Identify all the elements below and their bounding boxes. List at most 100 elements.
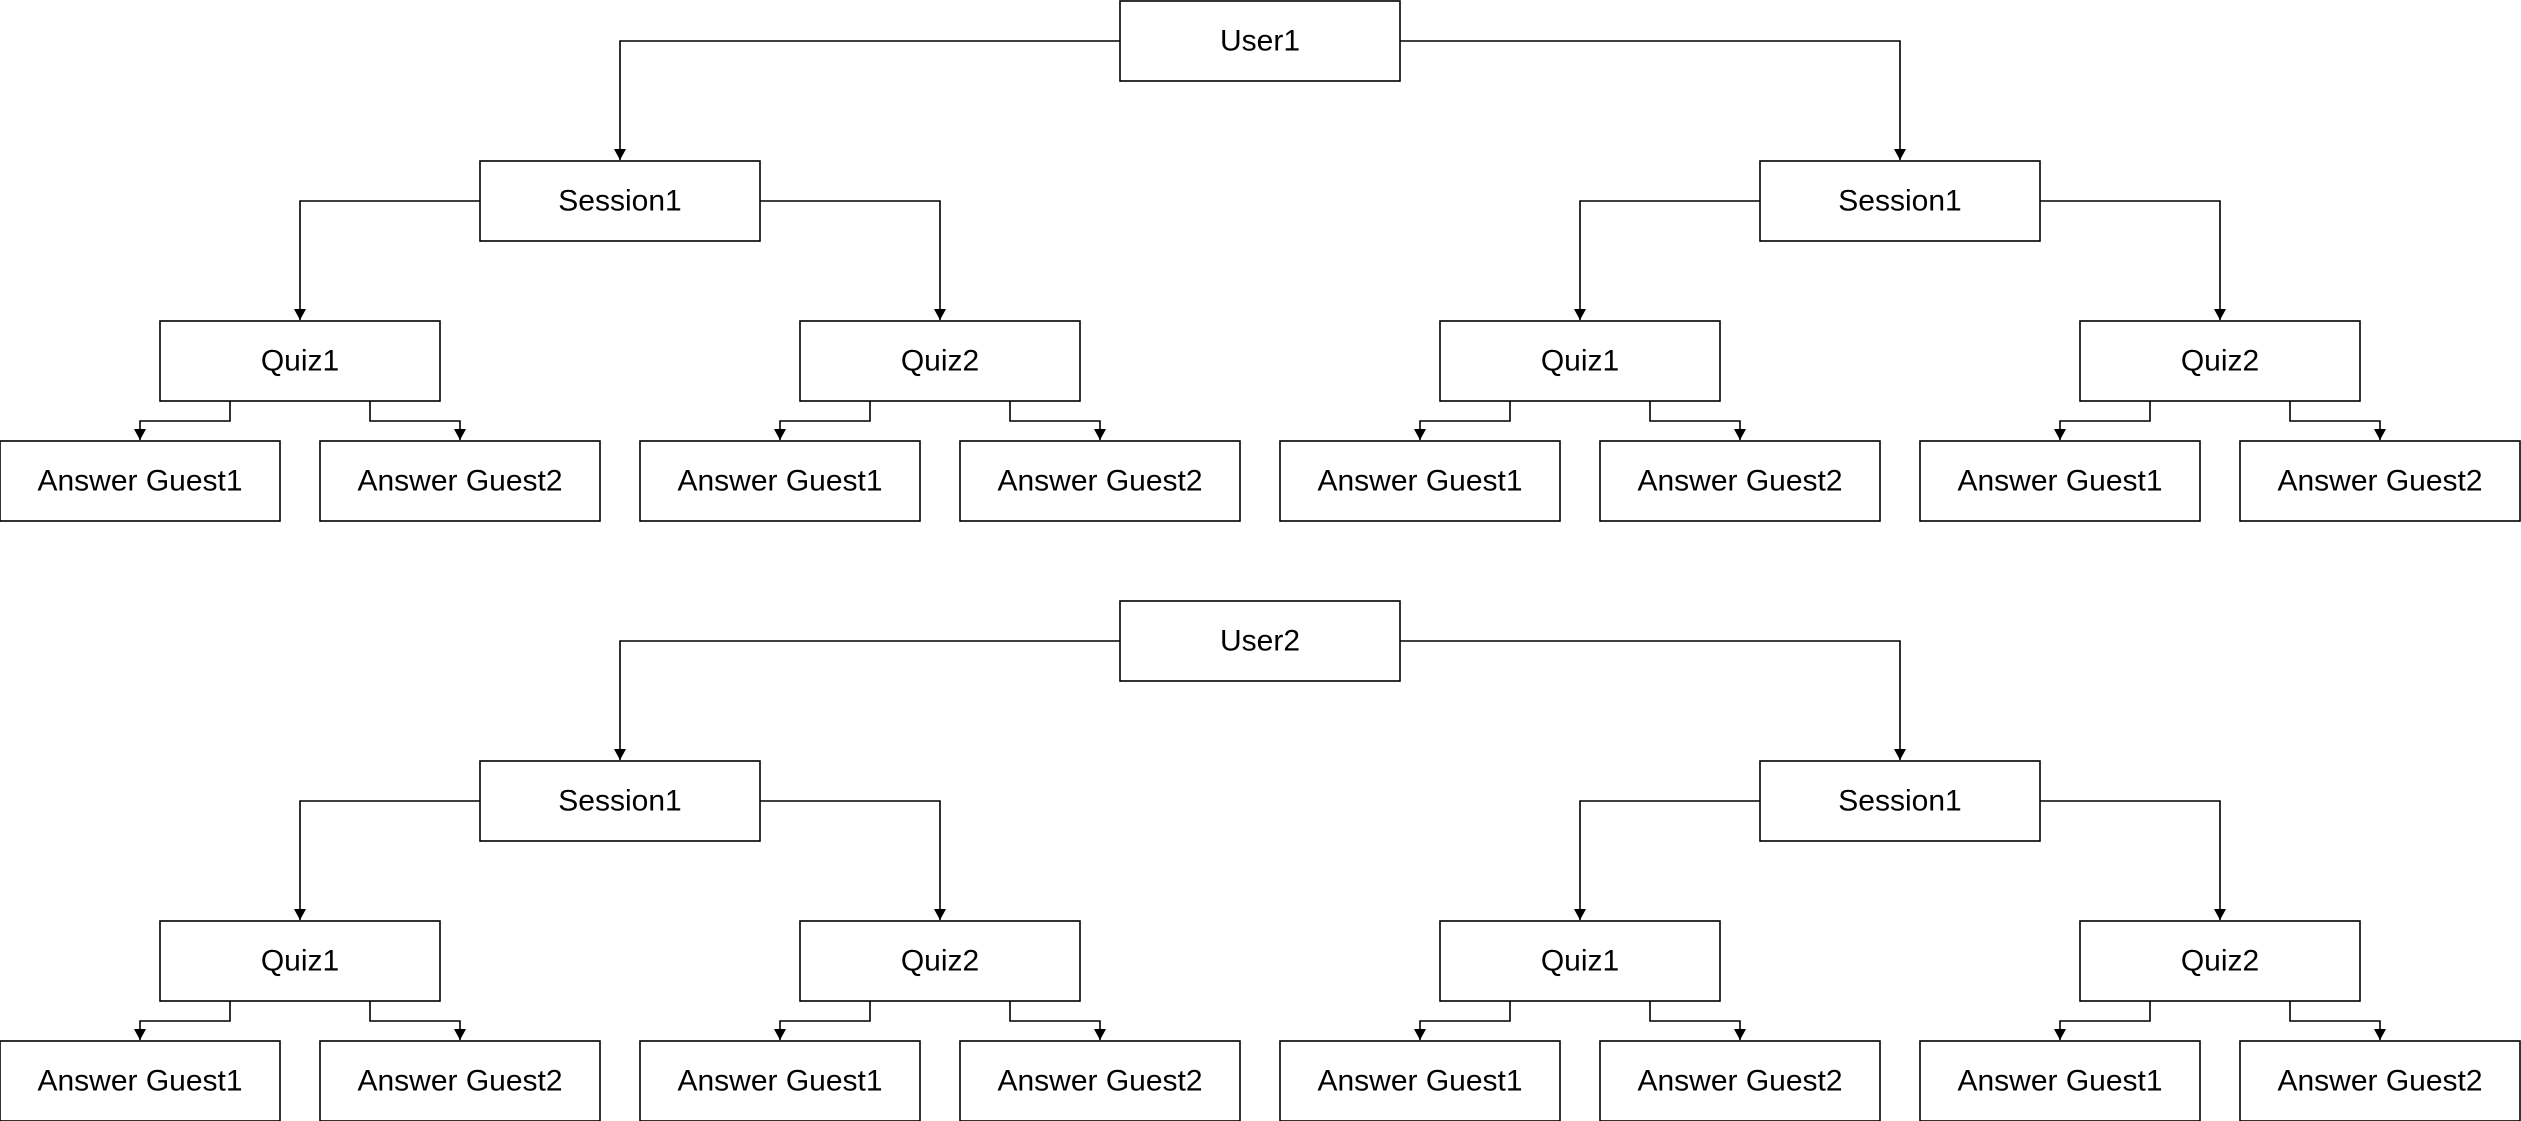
answer-guest2-node-box — [959, 1040, 1241, 1121]
arrowhead — [1734, 429, 1746, 440]
answer-guest1-node-box — [639, 440, 921, 522]
quiz1-node-label: Quiz1 — [1541, 945, 1619, 978]
answer-guest1-node: Answer Guest1 — [639, 1040, 921, 1121]
quiz-answer-connector — [1009, 401, 1101, 440]
answer-guest1-node-box — [1279, 440, 1561, 522]
answer-guest1-node: Answer Guest1 — [639, 440, 921, 522]
arrowhead — [294, 909, 306, 920]
arrowhead — [294, 309, 306, 320]
quiz1-node: Quiz1 — [159, 320, 441, 402]
quiz-answer-connector — [2289, 401, 2381, 440]
quiz-answer-connector — [139, 1001, 231, 1040]
quiz1-node-box — [159, 320, 441, 402]
answer-guest2-node: Answer Guest2 — [959, 1040, 1241, 1121]
session-quiz-connector — [1579, 800, 1760, 920]
answer-guest2-node: Answer Guest2 — [2239, 440, 2521, 522]
answer-guest1-node-label: Answer Guest1 — [1957, 465, 2162, 498]
answer-guest1-node: Answer Guest1 — [1919, 1040, 2201, 1121]
session-quiz-connector — [760, 200, 941, 320]
session-quiz-connector — [760, 800, 941, 920]
answer-guest1-node-label: Answer Guest1 — [677, 465, 882, 498]
quiz-answer-connector — [1419, 1001, 1511, 1040]
answer-guest1-node: Answer Guest1 — [0, 440, 281, 522]
answer-guest2-node: Answer Guest2 — [2239, 1040, 2521, 1121]
arrowhead — [1734, 1029, 1746, 1040]
quiz2-node: Quiz2 — [799, 320, 1081, 402]
arrowhead — [454, 1029, 466, 1040]
quiz-answer-connector — [779, 401, 871, 440]
quiz2-node-label: Quiz2 — [901, 945, 979, 978]
quiz1-node-box — [159, 920, 441, 1002]
quiz2-node-label: Quiz2 — [2181, 945, 2259, 978]
session-node-box — [479, 760, 761, 842]
answer-guest2-node-box — [1599, 440, 1881, 522]
user-session-connector — [1400, 40, 1901, 160]
quiz-answer-connector — [1649, 401, 1741, 440]
session-node: Session1 — [1759, 760, 2041, 842]
arrowhead — [774, 1029, 786, 1040]
session-quiz-connector — [2040, 800, 2221, 920]
answer-guest1-node-box — [0, 440, 281, 522]
answer-guest2-node: Answer Guest2 — [319, 440, 601, 522]
answer-guest2-node-label: Answer Guest2 — [2277, 465, 2482, 498]
arrowhead — [2054, 1029, 2066, 1040]
arrowhead — [1574, 909, 1586, 920]
answer-guest1-node: Answer Guest1 — [1919, 440, 2201, 522]
quiz2-node-box — [799, 320, 1081, 402]
session-node: Session1 — [1759, 160, 2041, 242]
session-node-label: Session1 — [558, 185, 681, 218]
quiz-answer-connector — [1419, 401, 1511, 440]
answer-guest2-node-label: Answer Guest2 — [1637, 465, 1842, 498]
answer-guest2-node-box — [319, 440, 601, 522]
answer-guest1-node-label: Answer Guest1 — [1957, 1065, 2162, 1098]
answer-guest1-node-box — [1919, 1040, 2201, 1121]
quiz1-node-label: Quiz1 — [261, 345, 339, 378]
quiz1-node: Quiz1 — [1439, 320, 1721, 402]
arrowhead — [134, 429, 146, 440]
answer-guest1-node-box — [639, 1040, 921, 1121]
quiz1-node: Quiz1 — [159, 920, 441, 1002]
quiz-answer-connector — [1649, 1001, 1741, 1040]
answer-guest2-node-label: Answer Guest2 — [1637, 1065, 1842, 1098]
answer-guest1-node-label: Answer Guest1 — [37, 1065, 242, 1098]
answer-guest1-node-label: Answer Guest1 — [37, 465, 242, 498]
user-session-connector — [1400, 640, 1901, 760]
arrowhead — [934, 309, 946, 320]
user-session-connector — [619, 40, 1120, 160]
answer-guest2-node: Answer Guest2 — [1599, 1040, 1881, 1121]
answer-guest2-node-label: Answer Guest2 — [357, 465, 562, 498]
answer-guest2-node-box — [2239, 1040, 2521, 1121]
arrowhead — [1094, 429, 1106, 440]
answer-guest2-node-label: Answer Guest2 — [357, 1065, 562, 1098]
quiz1-node-box — [1439, 320, 1721, 402]
user1-node-label: User1 — [1220, 25, 1300, 58]
quiz2-node-box — [2079, 920, 2361, 1002]
answer-guest2-node-box — [2239, 440, 2521, 522]
session-quiz-connector — [299, 200, 480, 320]
quiz2-node: Quiz2 — [2079, 320, 2361, 402]
arrowhead — [614, 149, 626, 160]
arrowhead — [2054, 429, 2066, 440]
answer-guest1-node-label: Answer Guest1 — [1317, 1065, 1522, 1098]
session-node-label: Session1 — [1838, 185, 1961, 218]
quiz1-node-label: Quiz1 — [1541, 345, 1619, 378]
answer-guest1-node-box — [1919, 440, 2201, 522]
answer-guest2-node-label: Answer Guest2 — [997, 1065, 1202, 1098]
quiz2-node: Quiz2 — [799, 920, 1081, 1002]
arrowhead — [2374, 429, 2386, 440]
quiz-answer-connector — [2059, 1001, 2151, 1040]
session-quiz-connector — [299, 800, 480, 920]
answer-guest1-node: Answer Guest1 — [0, 1040, 281, 1121]
arrowhead — [454, 429, 466, 440]
quiz2-node-box — [2079, 320, 2361, 402]
answer-guest1-node-box — [1279, 1040, 1561, 1121]
answer-guest2-node: Answer Guest2 — [1599, 440, 1881, 522]
quiz2-node-label: Quiz2 — [2181, 345, 2259, 378]
answer-guest2-node-box — [959, 440, 1241, 522]
arrowhead — [1574, 309, 1586, 320]
arrowhead — [1894, 149, 1906, 160]
user2-node: User2 — [1119, 600, 1401, 682]
session-quiz-connector — [1579, 200, 1760, 320]
session-node: Session1 — [479, 160, 761, 242]
